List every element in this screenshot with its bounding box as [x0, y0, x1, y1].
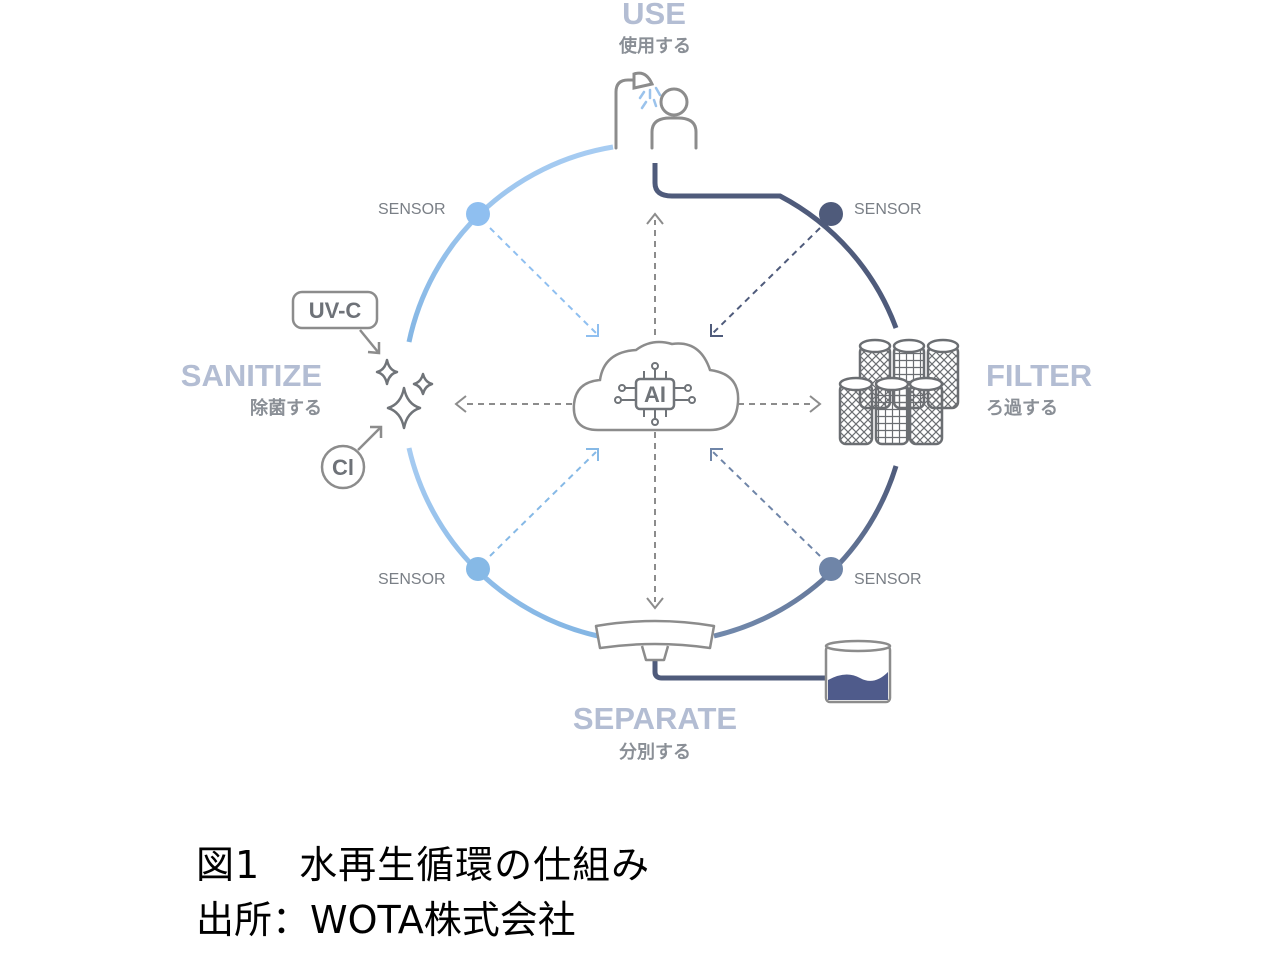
uvc-tag: UV-C — [291, 290, 379, 330]
figure-caption-title: 図1 水再生循環の仕組み — [196, 843, 651, 887]
sensor-label-top-left: SENSOR — [378, 201, 446, 218]
sensor-arrows — [489, 227, 821, 557]
sensor-label-bottom-right: SENSOR — [854, 571, 922, 588]
figure-caption-source: 出所：WOTA株式会社 — [196, 898, 576, 942]
water-tank-icon — [824, 639, 892, 704]
use-title: USE — [622, 0, 686, 31]
sparkle-icon — [375, 358, 434, 430]
ring-arc-bottom-right — [713, 465, 899, 639]
use-subtitle: 使用する — [618, 36, 691, 57]
ai-cloud-icon: AI — [572, 340, 740, 432]
use-stage: USE 使用する — [614, 0, 698, 150]
sanitize-title: SANITIZE — [181, 358, 322, 393]
separate-subtitle: 分別する — [619, 742, 691, 763]
uvc-arrow — [359, 329, 381, 355]
filter-title: FILTER — [986, 358, 1092, 393]
ring-arc-top-right — [652, 163, 899, 329]
uvc-label: UV-C — [309, 298, 362, 323]
separate-stage: SEPARATE 分別する — [573, 619, 892, 763]
filter-subtitle: ろ過する — [986, 398, 1058, 419]
chlorine-tag: Cl — [320, 444, 366, 490]
chlorine-arrow — [357, 425, 383, 451]
sensor-label-top-right: SENSOR — [854, 201, 922, 218]
drain-line — [652, 660, 828, 681]
water-cycle-diagram: SENSOR SENSOR SENSOR SENSOR — [181, 0, 1092, 763]
sanitize-subtitle: 除菌する — [250, 397, 322, 419]
filter-stage: FILTER ろ過する — [838, 338, 1092, 446]
sensor-dot-bottom-left — [466, 557, 490, 581]
ai-output-arrows — [454, 212, 822, 610]
shower-person-icon — [614, 71, 698, 150]
ring-arc-top-left — [406, 144, 614, 343]
ai-label: AI — [644, 382, 666, 407]
sensor-dot-top-left — [466, 202, 490, 226]
sensor-label-bottom-left: SENSOR — [378, 571, 446, 588]
filter-cartridges-icon — [838, 338, 960, 446]
sensor-dot-top-right — [819, 202, 843, 226]
sanitize-stage: SANITIZE 除菌する UV-C Cl — [181, 290, 434, 490]
sensor-dot-bottom-right — [819, 557, 843, 581]
separate-title: SEPARATE — [573, 701, 737, 736]
chlorine-label: Cl — [332, 455, 354, 480]
separator-tray-icon — [594, 619, 716, 662]
sensor-arrowheads — [586, 324, 723, 461]
ring-arc-bottom-left — [406, 447, 599, 639]
